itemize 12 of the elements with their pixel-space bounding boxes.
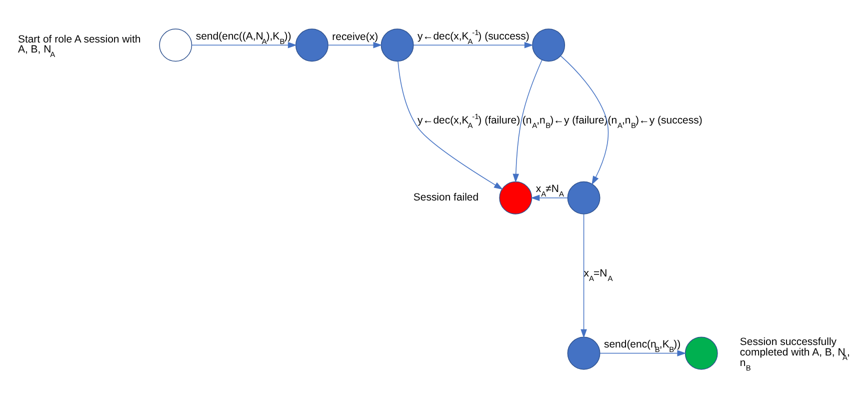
edge-label: y←dec(x,K$_{A}$$^{-1}$) (success) (418, 27, 530, 46)
node-label: Start of role A session with A, B, N$_{A}$ (18, 34, 141, 59)
edge-label: send(enc(n$_{B}$,K$_{B}$)) (604, 338, 681, 354)
edge-label: x$_{A}$≠N$_{A}$ (536, 184, 564, 198)
edge-label: (n$_{A}$,n$_{B}$)←y (success) (608, 115, 702, 130)
edge-label: x$_{A}$=N$_{A}$ (584, 268, 613, 282)
edge-label: receive(x) (332, 32, 378, 43)
node-label: Session failed (413, 192, 479, 204)
edge-label: (n$_{A}$,n$_{B}$)←y (failure) (522, 115, 608, 130)
node-label: Session successfully completed with A, B, N$_{A}$, n$_{B}$ (740, 336, 850, 372)
edge-label: send(enc((A,N$_{A}$),K$_{B}$)) (196, 30, 292, 46)
edge-label: y←dec(x,K$_{A}$$^{-1}$) (failure) (418, 112, 520, 130)
